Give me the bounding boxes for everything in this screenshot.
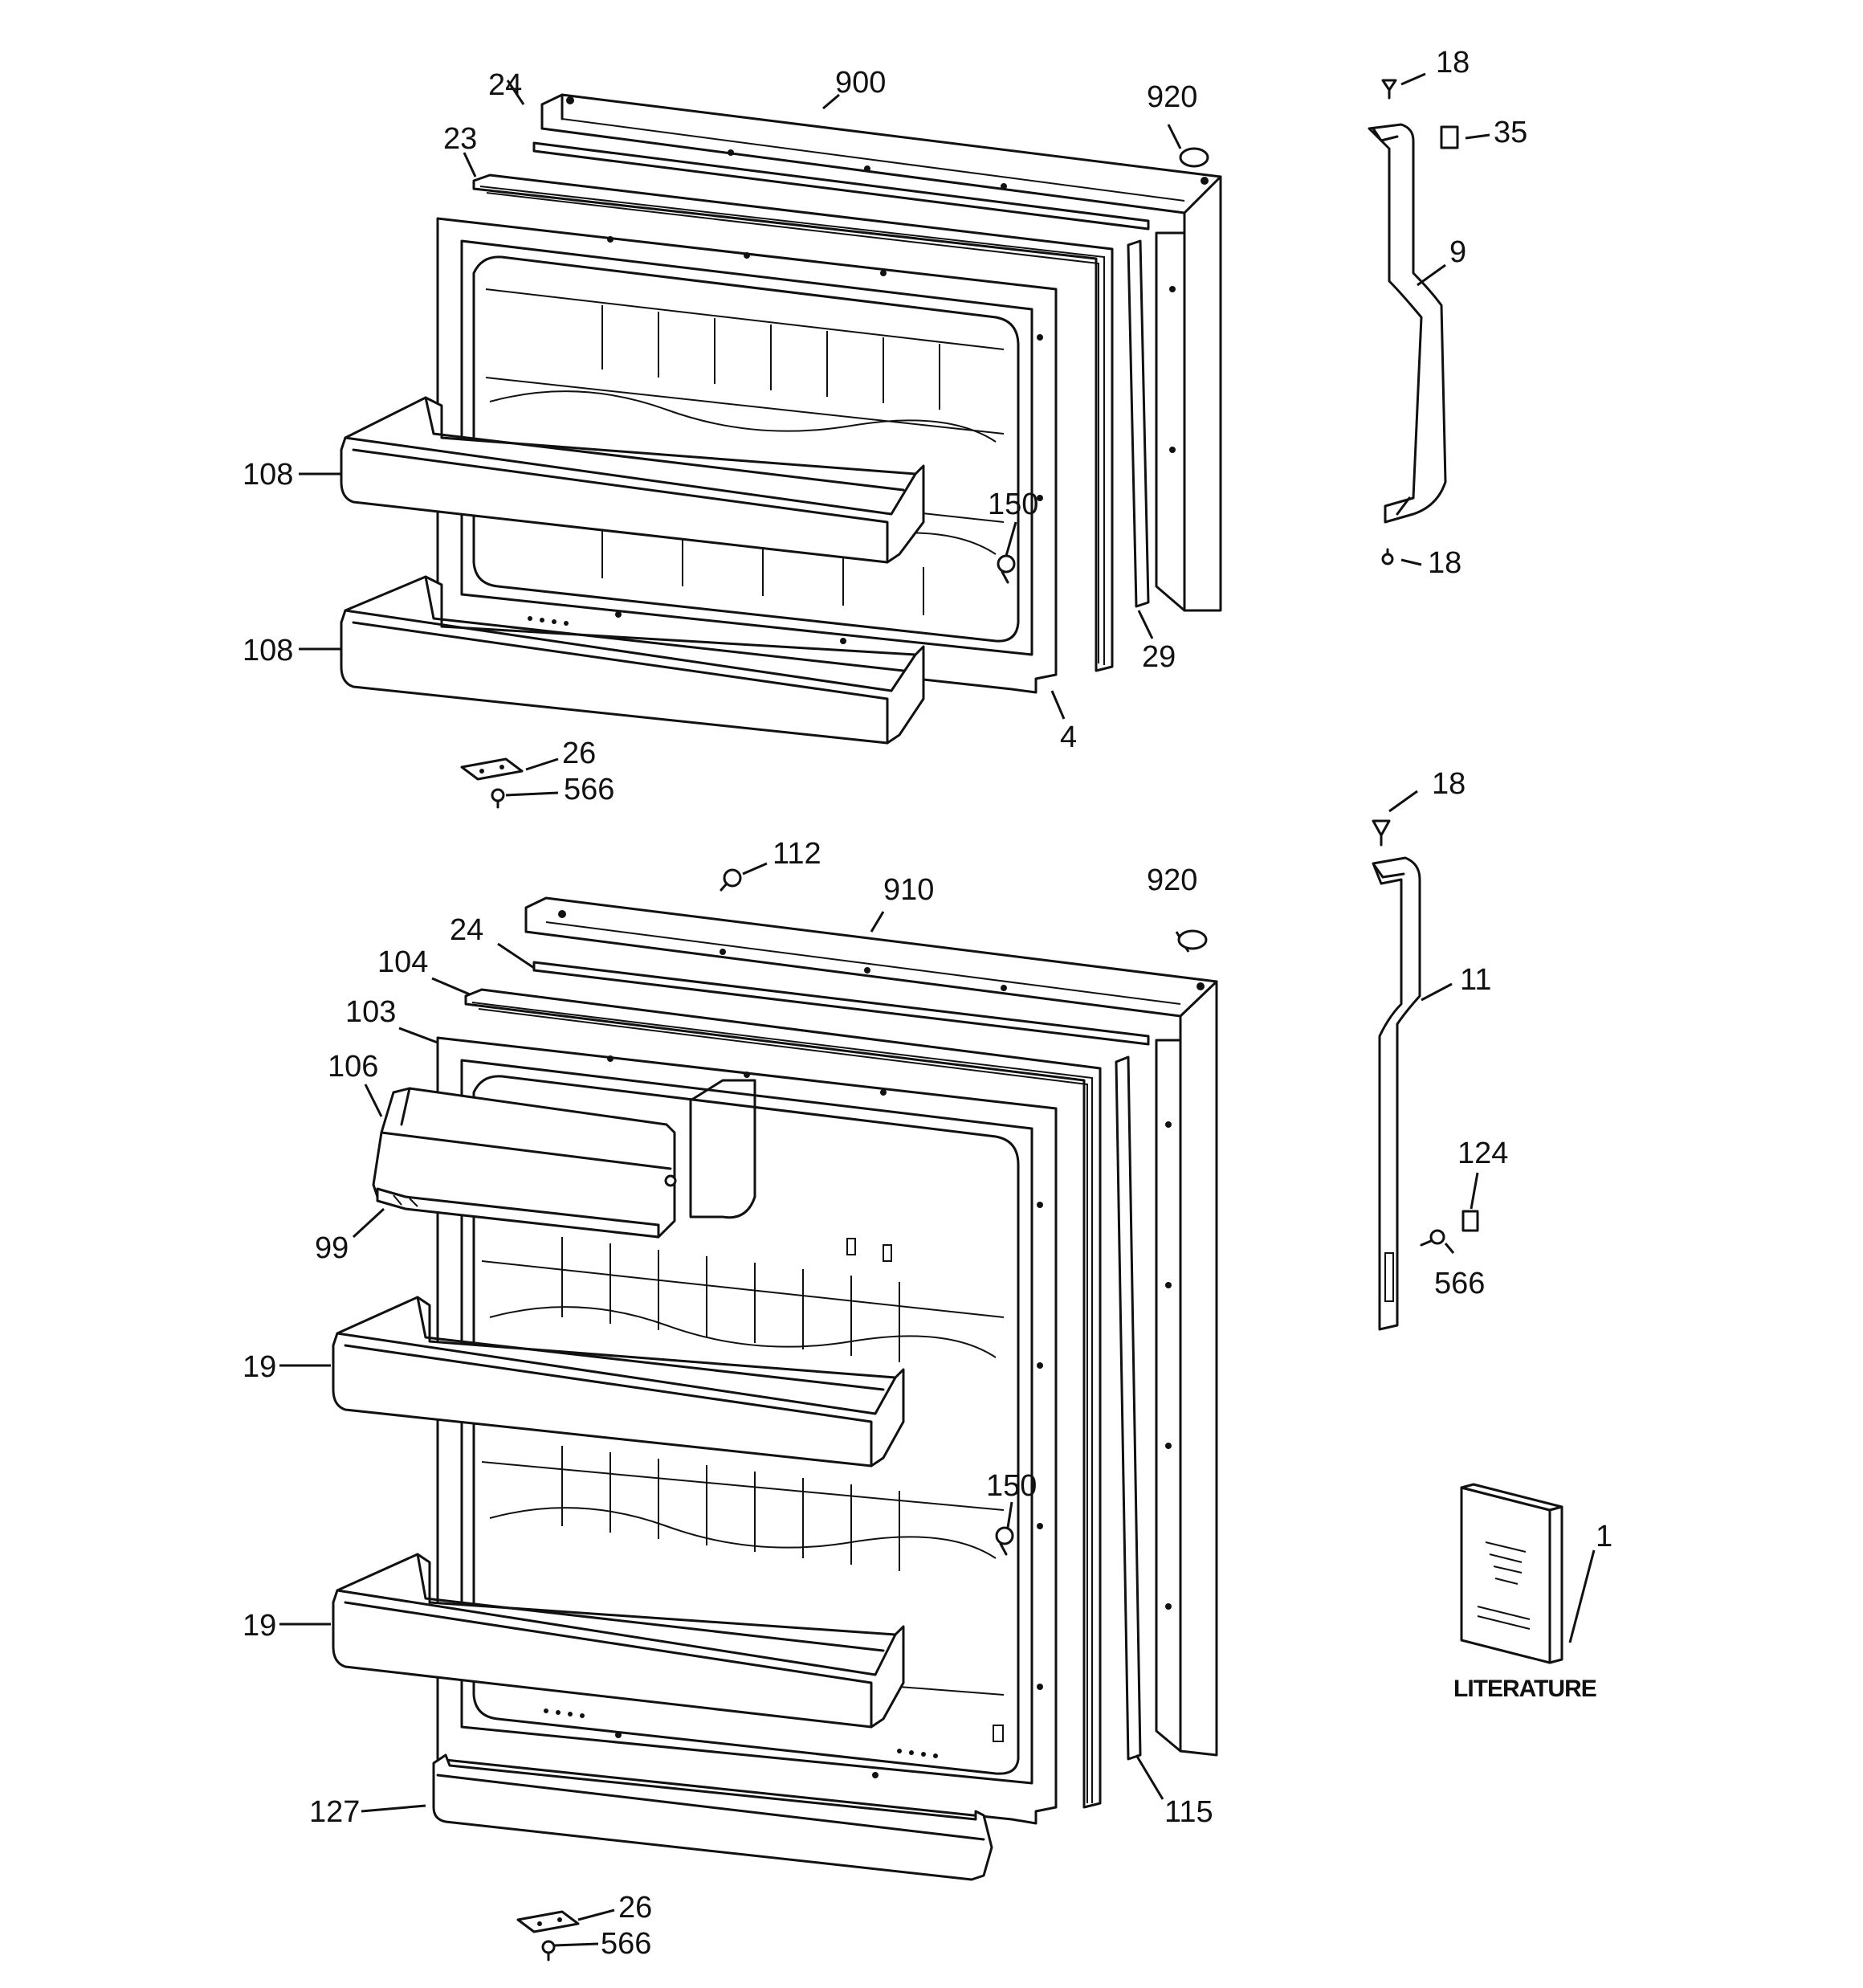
callout-112: 112 <box>773 837 821 871</box>
callout-103: 103 <box>345 995 396 1029</box>
freezer-door-gasket-23 <box>472 173 1114 672</box>
fresh-food-door-shelf-19-upper <box>332 1296 905 1468</box>
callout-920-upper: 920 <box>1147 80 1197 114</box>
callout-11: 11 <box>1460 963 1491 997</box>
screw-112 <box>720 868 742 892</box>
literature-label: LITERATURE <box>1453 1676 1596 1702</box>
callout-29: 29 <box>1142 640 1176 674</box>
callout-labels: 900 24 23 920 18 35 9 18 108 150 108 29 … <box>243 46 1612 1961</box>
callout-19-upper: 19 <box>243 1350 276 1384</box>
fresh-food-door-shelf-19-lower <box>332 1553 905 1729</box>
freezer-edge-strip-29 <box>1127 239 1150 608</box>
freezer-handle-9 <box>1368 123 1447 524</box>
callout-104: 104 <box>377 945 428 979</box>
callout-127: 127 <box>309 1795 360 1829</box>
callout-1: 1 <box>1596 1520 1612 1553</box>
freezer-liner-strip-24 <box>532 141 1150 231</box>
callout-26-upper: 26 <box>562 737 596 770</box>
callout-566-lower: 566 <box>601 1927 651 1961</box>
callout-900: 900 <box>835 66 886 100</box>
screw-18-c <box>1372 819 1391 847</box>
freezer-door-shelf-108-lower <box>340 575 925 745</box>
callout-24-lower: 24 <box>450 913 483 947</box>
callout-26-lower: 26 <box>618 1891 652 1925</box>
fresh-food-door-assembly <box>332 868 1218 1961</box>
callout-99: 99 <box>315 1231 349 1265</box>
callout-150-upper: 150 <box>988 488 1038 521</box>
clip-124 <box>1461 1210 1479 1232</box>
callout-9: 9 <box>1449 235 1466 269</box>
literature-booklet <box>1460 1483 1563 1664</box>
callout-18-a: 18 <box>1436 46 1470 80</box>
callout-108-lower: 108 <box>243 634 293 667</box>
callout-115: 115 <box>1164 1795 1213 1829</box>
callout-106: 106 <box>328 1050 378 1084</box>
fresh-food-handle-11 <box>1372 856 1421 1331</box>
hinge-26-lower <box>516 1910 580 1933</box>
fresh-food-door-gasket-104 <box>464 988 1102 1809</box>
callout-566-handle: 566 <box>1434 1267 1485 1300</box>
dairy-bin-99 <box>376 1187 660 1239</box>
hinge-26-upper <box>460 757 524 781</box>
fresh-food-outer-door-panel-910 <box>524 896 1218 1757</box>
freezer-door-shelf-108-upper <box>340 396 925 564</box>
callout-35: 35 <box>1494 116 1527 149</box>
callout-566-upper: 566 <box>564 773 614 806</box>
cap-920-lower <box>1177 929 1208 950</box>
callout-19-lower: 19 <box>243 1609 276 1643</box>
callout-108-upper: 108 <box>243 458 293 492</box>
callout-920-lower: 920 <box>1147 863 1197 897</box>
fresh-food-edge-strip-115 <box>1115 1055 1142 1761</box>
screw-566-lower <box>541 1940 556 1961</box>
callout-24-upper: 24 <box>488 68 522 102</box>
callout-150-lower: 150 <box>986 1469 1037 1503</box>
callout-910: 910 <box>883 873 934 907</box>
screw-566-upper <box>491 788 505 809</box>
callout-18-c: 18 <box>1432 767 1466 801</box>
bottom-trim-127 <box>432 1753 993 1881</box>
screw-566-handle <box>1420 1229 1445 1247</box>
callout-4: 4 <box>1060 720 1077 754</box>
cap-35 <box>1440 125 1459 149</box>
freezer-door-assembly <box>340 93 1222 809</box>
screw-150-lower <box>995 1526 1014 1556</box>
freezer-outer-door-panel-900 <box>540 93 1222 612</box>
callout-18-b: 18 <box>1428 546 1461 580</box>
leader-lines <box>279 72 1596 1947</box>
screw-18-b <box>1381 548 1394 565</box>
callout-23: 23 <box>443 122 477 156</box>
callout-124: 124 <box>1457 1137 1508 1170</box>
cap-920-upper <box>1179 147 1209 168</box>
screw-18-a <box>1381 79 1397 100</box>
